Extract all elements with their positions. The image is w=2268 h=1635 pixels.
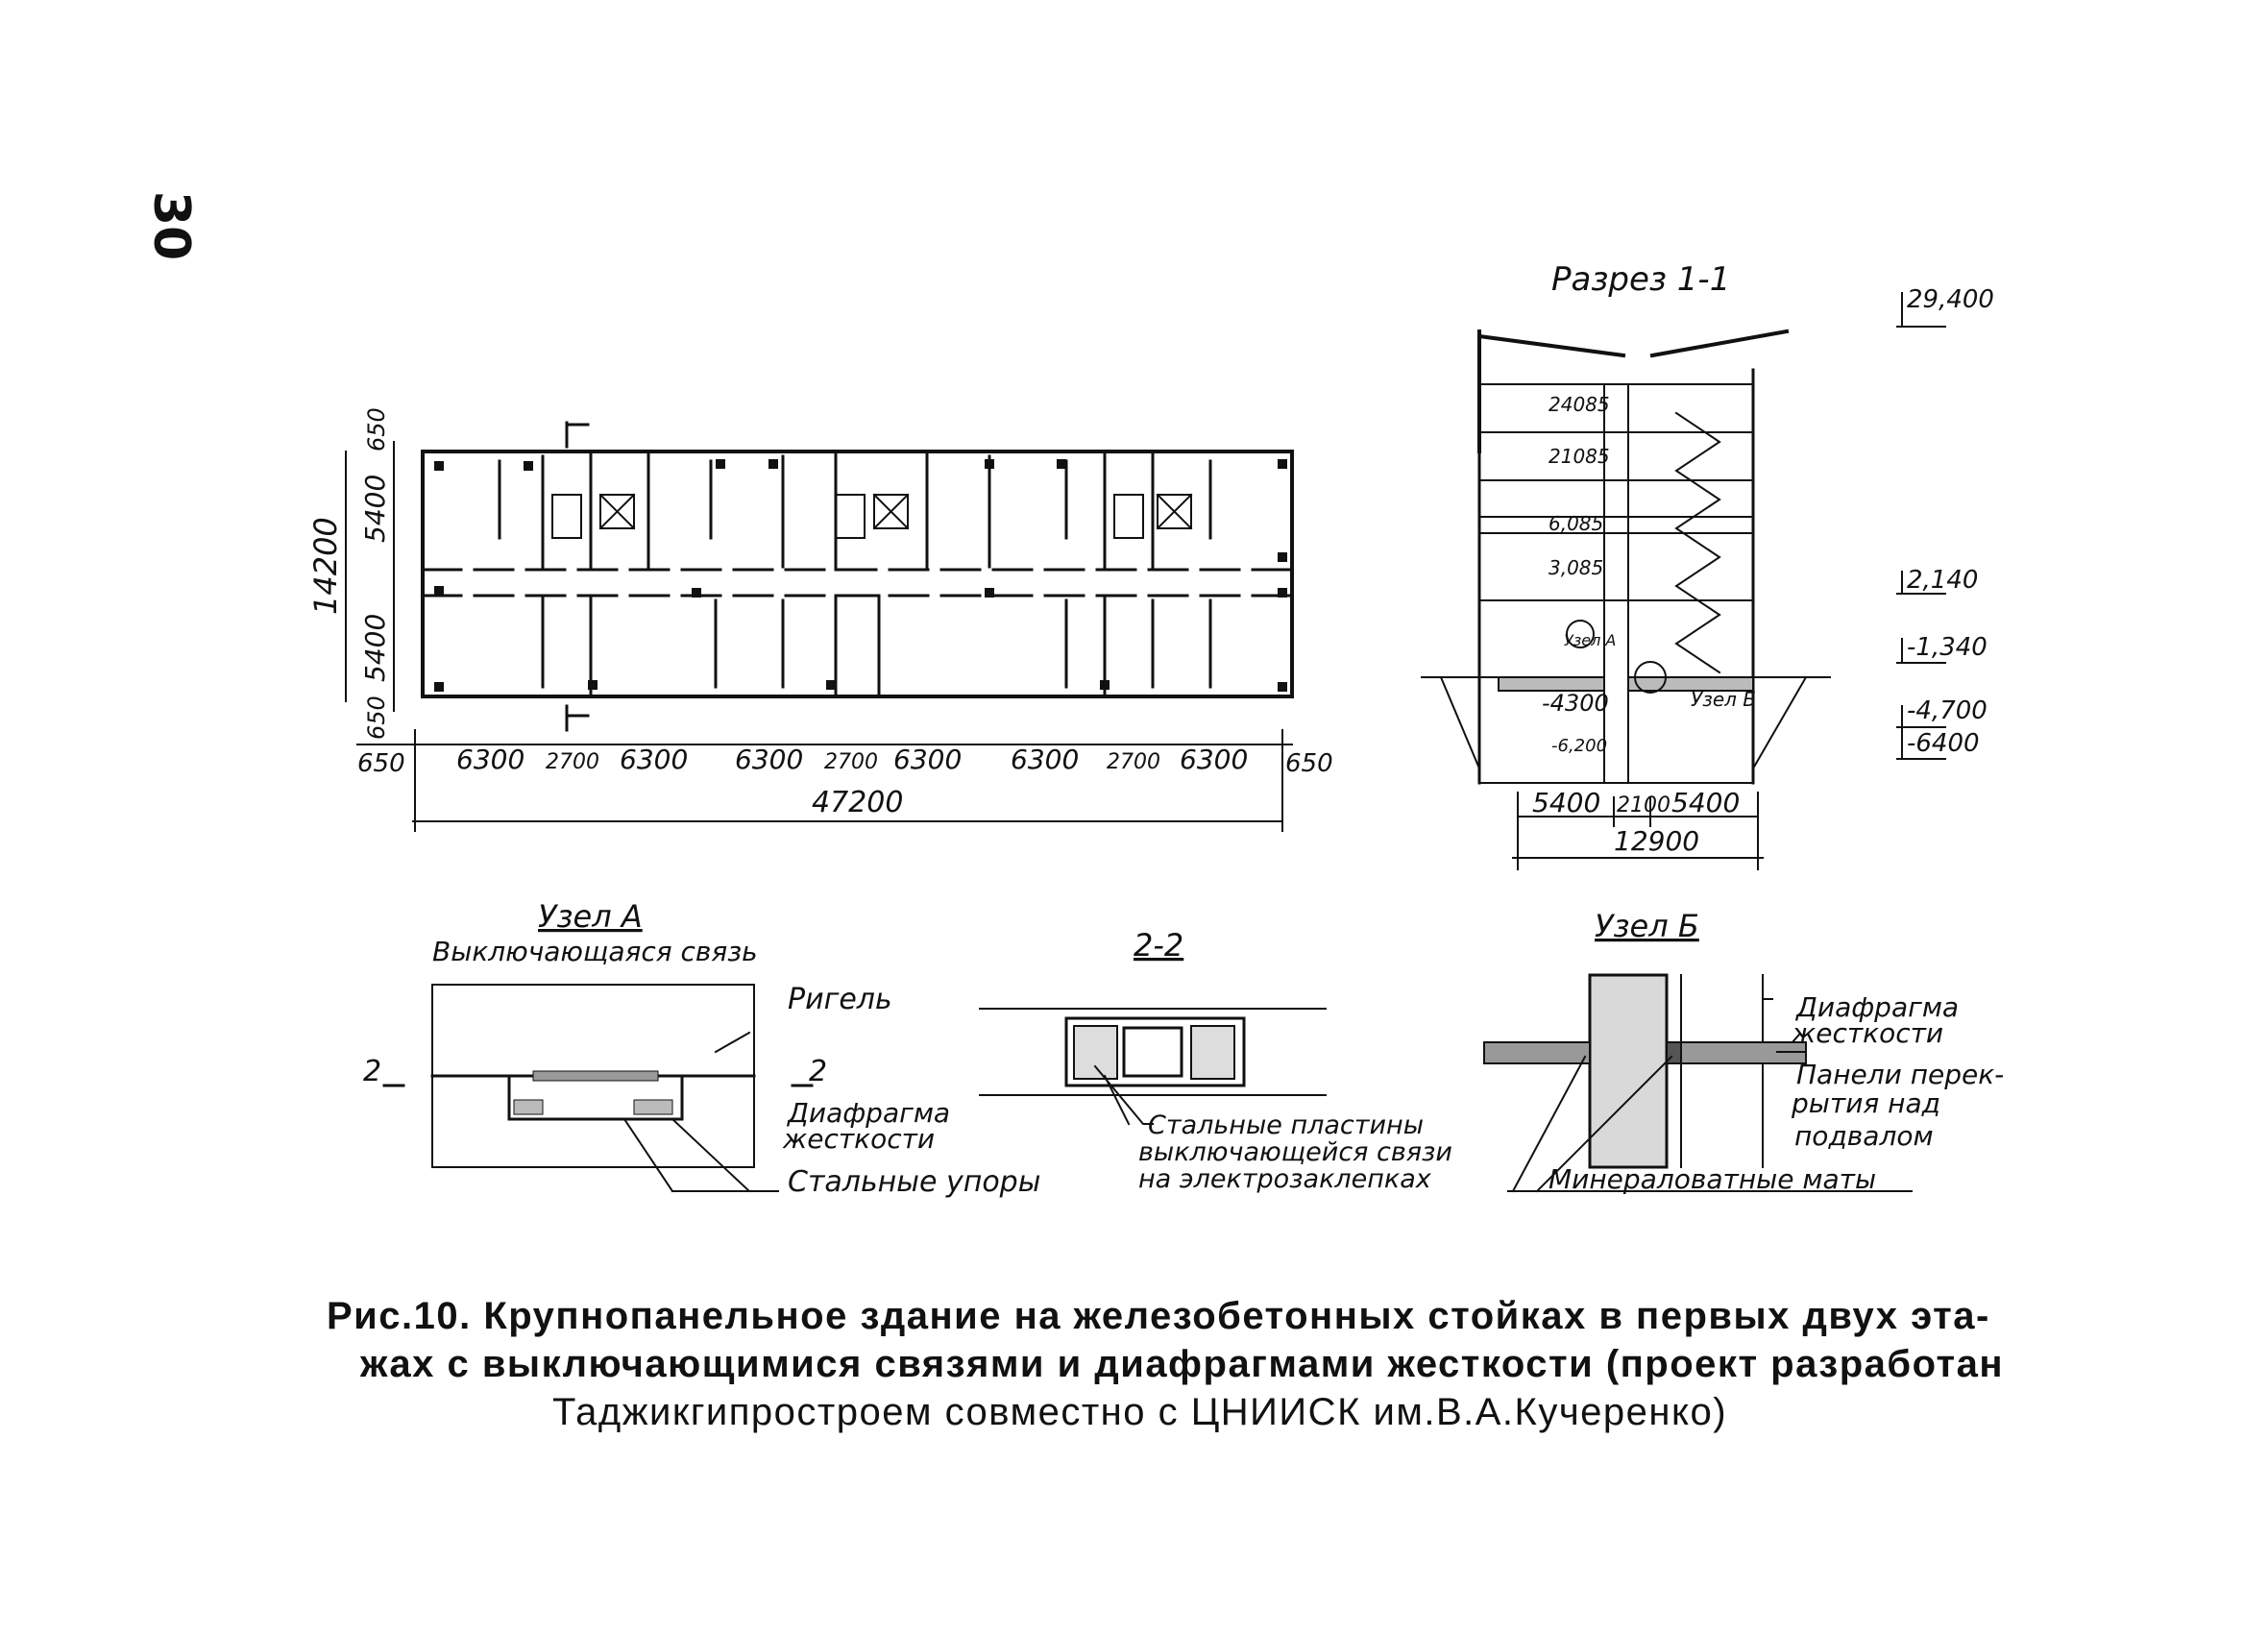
node-b-drawing <box>1483 973 1913 1193</box>
node-b-label-panels-1: Панели перек- <box>1796 1059 2004 1090</box>
section-dim-5400-right: 5400 <box>1671 787 1740 818</box>
plan-dim-total-width: 47200 <box>812 786 903 819</box>
node-a-title: Узел А <box>538 898 643 935</box>
section-node-a-label: Узел А <box>1564 631 1616 649</box>
node-b-label-diaphragm-2: жесткости <box>1791 1017 1943 1049</box>
level-minus-1340: -1,340 <box>1907 633 1988 662</box>
plan-dim-650-left: 650 <box>357 749 405 778</box>
level-minus-6400: -6400 <box>1907 729 1980 758</box>
caption-line-1: Крупнопанельное здание на железобетонных… <box>483 1295 1990 1337</box>
node-a-cut-left: 2 <box>363 1055 381 1088</box>
figure-number: Рис.10. <box>327 1295 472 1337</box>
floor-mark-21085: 21085 <box>1549 445 1610 468</box>
caption-line-2: жах с выключающимися связями и диафрагма… <box>360 1343 2005 1385</box>
node-a-label-diaphragm-2: жесткости <box>782 1123 935 1155</box>
plan-dim-6300-5: 6300 <box>1011 744 1079 775</box>
plan-dim-6300-6: 6300 <box>1180 744 1248 775</box>
node-a-drawing <box>382 984 814 1193</box>
node-a-subtitle: Выключающаяся связь <box>432 936 758 967</box>
node-a-cut-right: 2 <box>809 1055 827 1088</box>
plan-dim-6300-1: 6300 <box>456 744 524 775</box>
plan-outline <box>421 450 1294 698</box>
level-2140: 2,140 <box>1907 566 1978 595</box>
section-dim-5400-left: 5400 <box>1532 787 1600 818</box>
plan-dim-depth-650-bottom: 650 <box>363 695 390 740</box>
node-a-label-rigel: Ригель <box>788 983 892 1016</box>
node-b-label-diaphragm-1: Диафрагма <box>1794 991 1959 1023</box>
plan-dim-depth-650-top: 650 <box>363 407 390 451</box>
figure-caption: Рис.10. Крупнопанельное здание на железо… <box>327 1292 2133 1436</box>
plan-dim-depth-5400-top: 5400 <box>359 475 391 543</box>
plan-dim-650-right: 650 <box>1285 749 1333 778</box>
floor-mark-minus-6200: -6,200 <box>1551 736 1607 756</box>
node-b-label-panels-3: подвалом <box>1794 1120 1934 1152</box>
floor-mark-24085: 24085 <box>1549 393 1610 416</box>
plan-dim-2700-2: 2700 <box>824 750 878 774</box>
node-b-title: Узел Б <box>1595 908 1699 944</box>
cut-2-2-title: 2-2 <box>1134 927 1183 964</box>
cut-2-2-label-3: на электрозаклепках <box>1138 1164 1432 1194</box>
plan-dim-2700-3: 2700 <box>1107 750 1160 774</box>
plan-dim-depth-5400-bottom: 5400 <box>359 614 391 682</box>
node-a-label-diaphragm-1: Диафрагма <box>786 1097 950 1129</box>
floor-mark-6085: 6,085 <box>1549 512 1603 535</box>
plan-dim-6300-2: 6300 <box>620 744 688 775</box>
section-1-1 <box>1421 292 1946 870</box>
plan-dim-2700-1: 2700 <box>546 750 599 774</box>
plan-dim-6300-4: 6300 <box>893 744 962 775</box>
node-b-label-mineral-wool: Минераловатные маты <box>1549 1163 1876 1195</box>
node-a-label-steel-stops: Стальные упоры <box>788 1165 1040 1199</box>
floor-mark-minus-4300: -4300 <box>1542 690 1609 717</box>
section-node-b-label: Узел Б <box>1691 688 1756 711</box>
node-b-label-panels-2: рытия над <box>1791 1087 1940 1119</box>
section-dim-2100: 2100 <box>1617 793 1671 818</box>
section-title: Разрез 1-1 <box>1551 260 1730 299</box>
floor-plan <box>345 421 1294 832</box>
level-minus-4700: -4,700 <box>1907 696 1988 725</box>
floor-mark-3085: 3,085 <box>1549 556 1603 579</box>
plan-dim-6300-3: 6300 <box>735 744 803 775</box>
cut-2-2-label-1: Стальные пластины <box>1148 1110 1424 1140</box>
level-29400: 29,400 <box>1907 285 1994 314</box>
caption-line-3: Таджикгипростроем совместно с ЦНИИСК им.… <box>552 1391 1728 1433</box>
cut-2-2-drawing <box>979 1008 1327 1126</box>
plan-dim-depth-total: 14200 <box>307 517 344 615</box>
section-dim-total: 12900 <box>1614 825 1699 857</box>
cut-2-2-label-2: выключающейся связи <box>1138 1137 1452 1167</box>
